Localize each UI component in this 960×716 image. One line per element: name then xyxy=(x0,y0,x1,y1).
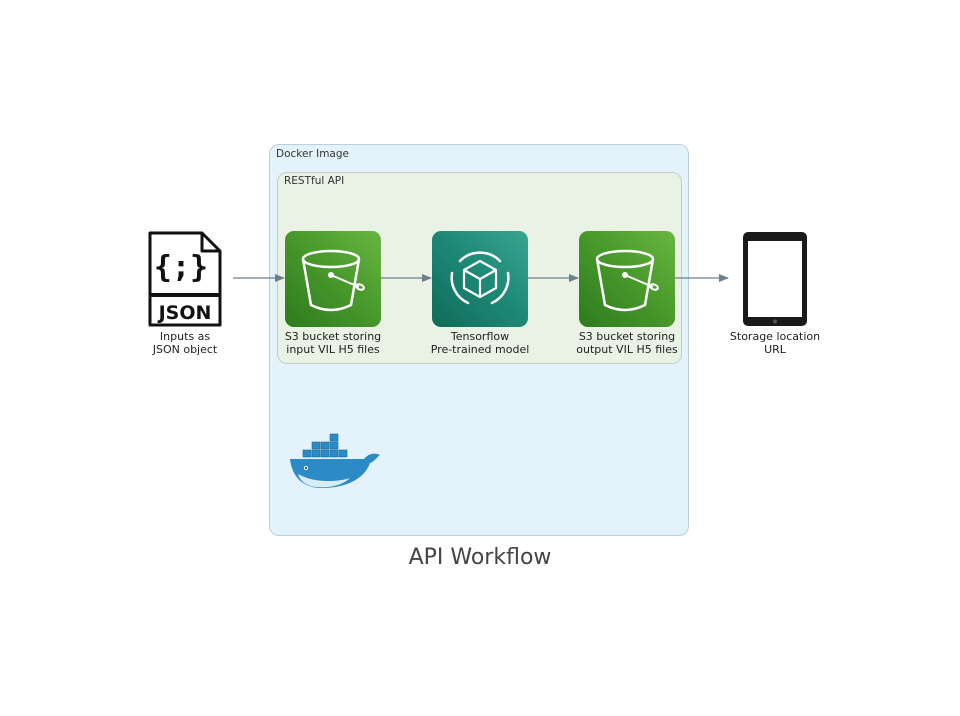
s3-bucket-icon xyxy=(595,249,659,312)
docker-image-cluster-label: Docker Image xyxy=(276,148,349,160)
restful-api-cluster-label: RESTful API xyxy=(284,175,345,187)
json-file-icon: {;} JSON xyxy=(148,231,222,327)
storage-url-node xyxy=(742,231,808,327)
storage-url-label: Storage location URL xyxy=(729,330,821,356)
s3-input-label: S3 bucket storing input VIL H5 files xyxy=(284,330,382,356)
tensorflow-node xyxy=(432,231,528,327)
s3-output-node xyxy=(579,231,675,327)
json-input-label: Inputs as JSON object xyxy=(152,330,218,356)
diagram-title: API Workflow xyxy=(408,545,552,570)
tensorflow-label: Tensorflow Pre-trained model xyxy=(430,330,530,356)
docker-logo xyxy=(284,430,384,492)
docker-whale-icon xyxy=(290,433,380,488)
s3-input-node xyxy=(285,231,381,327)
json-icon-text: JSON xyxy=(157,302,212,324)
svg-text:{;}: {;} xyxy=(154,250,208,285)
json-input-node: {;} JSON xyxy=(148,231,222,327)
tablet-icon xyxy=(743,232,807,326)
s3-output-label: S3 bucket storing output VIL H5 files xyxy=(576,330,678,356)
sagemaker-model-icon xyxy=(450,251,510,305)
s3-bucket-icon xyxy=(301,249,365,312)
